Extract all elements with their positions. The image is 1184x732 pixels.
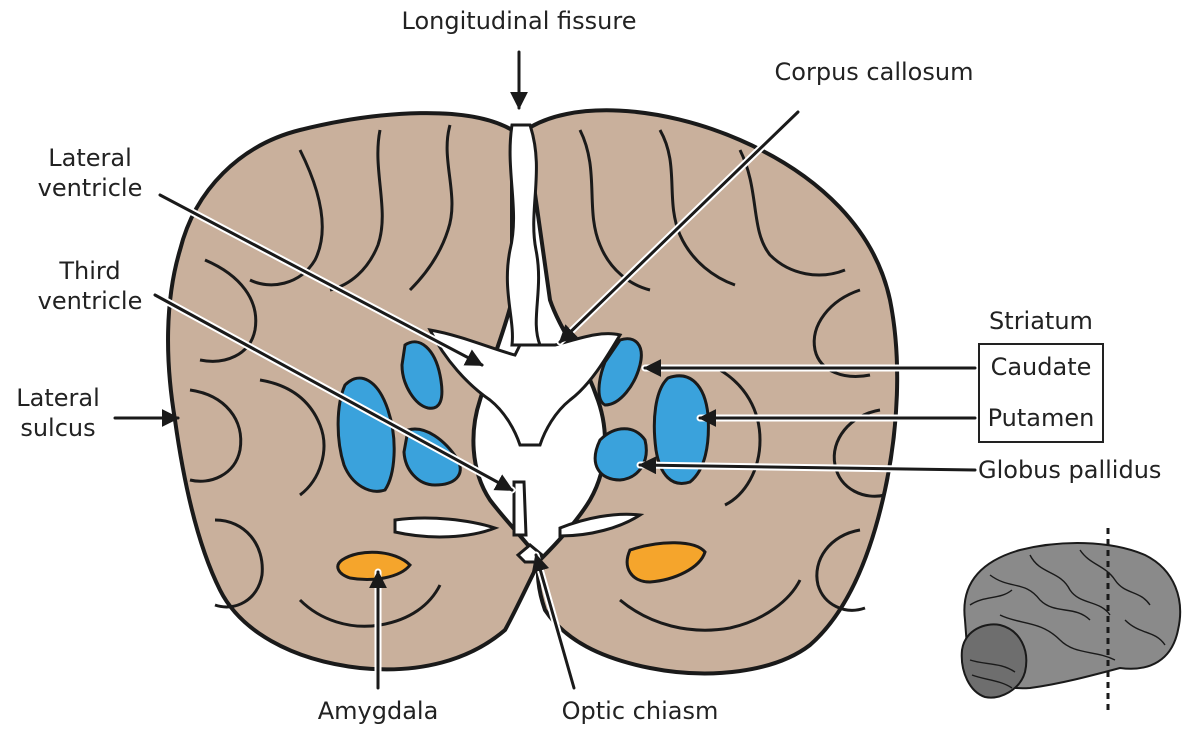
right-globus-pallidus (595, 429, 646, 480)
inset-brain-lateral-view (962, 528, 1180, 714)
third-ventricle (514, 482, 526, 535)
label-putamen: Putamen (980, 403, 1102, 433)
label-third-ventricle-line2: ventricle (30, 286, 150, 316)
label-third-ventricle: Third ventricle (30, 256, 150, 316)
longitudinal-fissure-gap (507, 125, 540, 345)
label-corpus-callosum: Corpus callosum (760, 57, 988, 87)
label-amygdala: Amygdala (300, 696, 456, 726)
label-lateral-ventricle-line2: ventricle (30, 173, 150, 203)
label-lateral-ventricle: Lateral ventricle (30, 143, 150, 203)
label-optic-chiasm: Optic chiasm (540, 696, 740, 726)
label-lateral-sulcus: Lateral sulcus (2, 383, 114, 443)
label-lateral-sulcus-line1: Lateral (2, 383, 114, 413)
label-lateral-ventricle-line1: Lateral (30, 143, 150, 173)
label-striatum: Striatum (978, 306, 1104, 336)
label-lateral-sulcus-line2: sulcus (2, 413, 114, 443)
label-globus-pallidus: Globus pallidus (978, 455, 1178, 485)
label-caudate: Caudate (980, 352, 1102, 382)
label-longitudinal-fissure: Longitudinal fissure (394, 6, 644, 36)
label-third-ventricle-line1: Third (30, 256, 150, 286)
